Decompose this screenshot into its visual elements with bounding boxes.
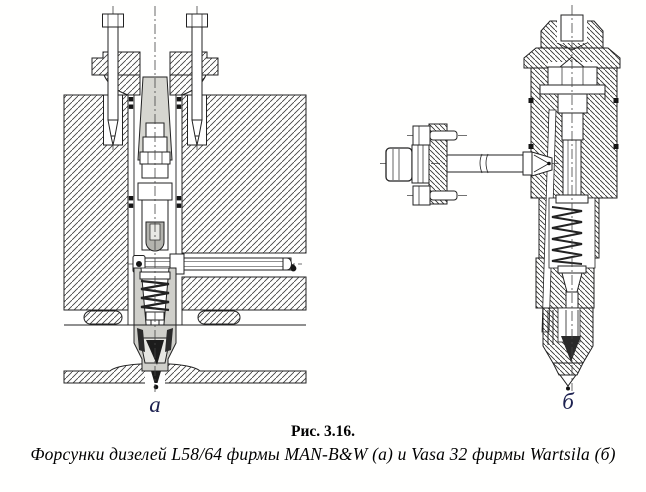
injector-sleeve [127, 95, 183, 342]
injectors-technical-drawing [63, 5, 621, 392]
flange-bolt-top [407, 125, 468, 146]
adjusting-nut [539, 56, 606, 100]
figure-caption-text: Форсунки дизелей L58/64 фирмы MAN-B&W (а… [30, 443, 616, 464]
injector-flange [91, 51, 219, 96]
fuel-inlet-connection [380, 123, 558, 206]
figure-artwork: а б [63, 5, 621, 417]
inlet-pipe [446, 154, 524, 173]
figure-number: Рис. 3.16. [290, 423, 356, 440]
nozzle-assembly-b [542, 307, 594, 391]
injector-drawing-a [63, 6, 307, 392]
stud-bolt-left [102, 6, 124, 150]
subfigure-label-b: б [562, 389, 574, 414]
figure-caption: Рис. 3.16. Форсунки дизелей L58/64 фирмы… [0, 421, 646, 465]
fuel-drop [290, 264, 297, 272]
cylinder-head-section [63, 94, 307, 384]
injector-drawing-b [380, 5, 621, 391]
o-ring-seals [528, 98, 619, 149]
subfigure-label-a: а [149, 392, 161, 417]
stud-bolt-right [186, 6, 208, 150]
flange-bolt-bottom [407, 185, 468, 206]
